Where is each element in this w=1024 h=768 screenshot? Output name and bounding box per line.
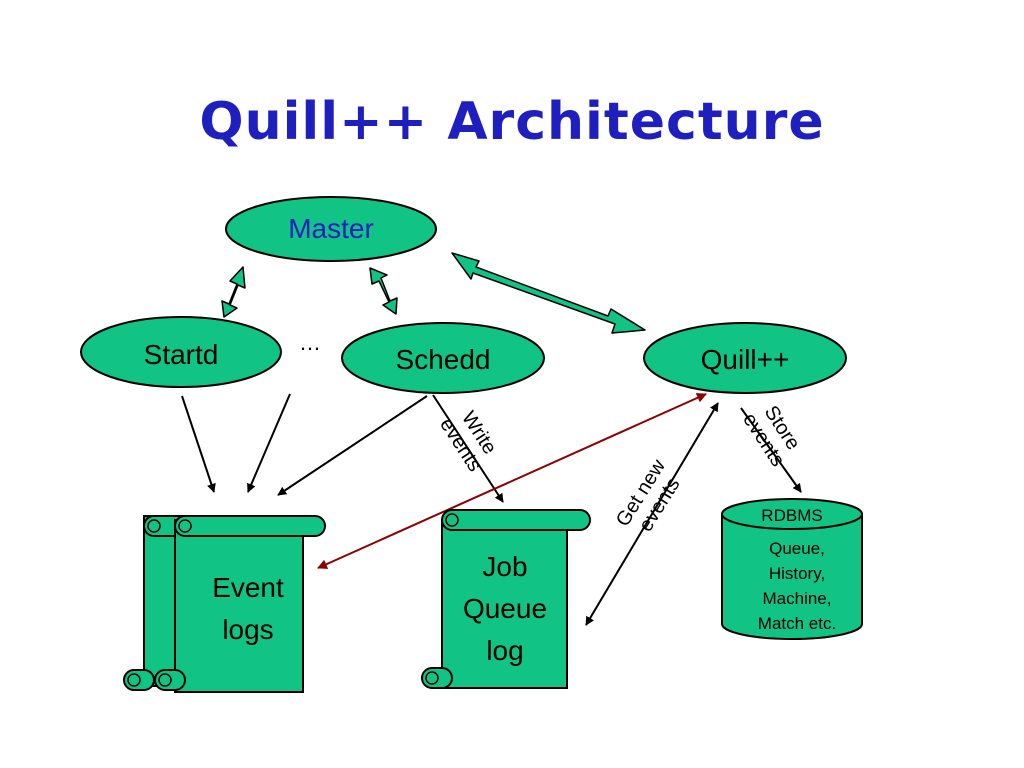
rdbms-line-2: History, — [769, 564, 825, 583]
get-new-events-label: Get new events — [612, 455, 685, 535]
event-logs-line-2: logs — [222, 614, 273, 645]
master-label: Master — [288, 213, 374, 244]
job-queue-line-3: log — [486, 635, 523, 666]
schedd-eventlog-arrow — [277, 395, 428, 496]
ellipsis-label: … — [299, 330, 321, 355]
startd-eventlog-arrow-1 — [181, 395, 216, 493]
rdbms-label: RDBMS — [761, 506, 822, 525]
master-startd-arrow — [221, 266, 246, 318]
rdbms-cylinder — [721, 498, 863, 640]
event-log-scroll — [154, 515, 326, 693]
quill-node — [643, 322, 847, 394]
store-events-label: Store events — [738, 402, 804, 471]
quill-eventlog-arrow — [317, 393, 707, 569]
event-logs-line-1: Event — [212, 572, 284, 603]
quill-label: Quill++ — [701, 344, 790, 375]
job-queue-line-2: Queue — [463, 593, 547, 624]
rdbms-line-3: Machine, — [763, 589, 832, 608]
startd-node — [80, 316, 282, 388]
startd-label: Startd — [144, 339, 219, 370]
master-quill-arrow — [451, 252, 646, 334]
quill-rdbms-arrow — [740, 407, 802, 493]
job-queue-log-scroll — [421, 509, 591, 689]
page-title: Quill++ Architecture — [199, 92, 825, 152]
rdbms-line-4: Match etc. — [758, 614, 836, 633]
schedd-node — [341, 322, 545, 394]
master-schedd-arrow — [369, 267, 398, 315]
rdbms-line-1: Queue, — [769, 539, 825, 558]
startd-eventlog-arrow-2 — [247, 393, 291, 493]
master-node — [225, 196, 437, 262]
schedd-label: Schedd — [396, 344, 491, 375]
job-queue-line-1: Job — [482, 551, 527, 582]
